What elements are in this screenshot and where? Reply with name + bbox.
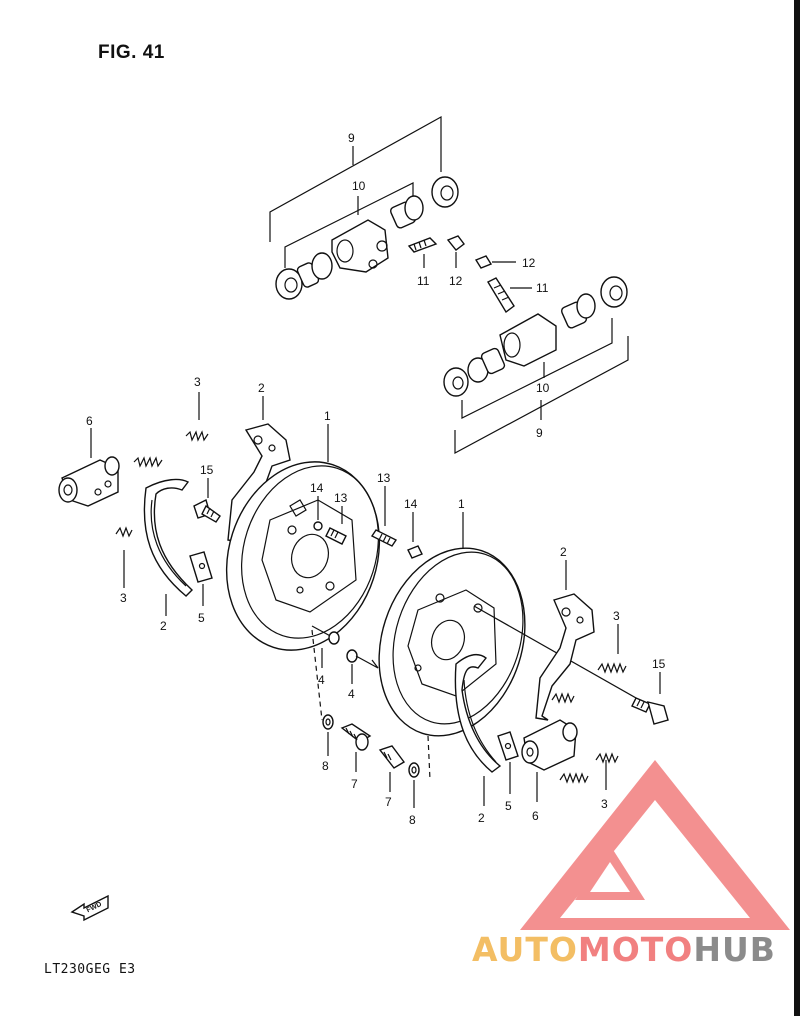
callout-6-left: 6	[86, 414, 93, 428]
callout-13-left-b: 13	[377, 471, 391, 485]
brake-shoe-right	[454, 653, 502, 773]
callout-11-top: 11	[417, 274, 430, 288]
callout-3-left-bottom: 3	[120, 591, 127, 605]
callout-15-left: 15	[200, 463, 214, 477]
callout-8-mid: 8	[409, 813, 416, 827]
bleeder-screw-top	[407, 237, 438, 253]
callout-7-mid: 7	[385, 795, 392, 809]
callout-14-mid: 14	[404, 497, 418, 511]
callout-13-left-a: 13	[334, 491, 348, 505]
shoe-pin-left	[311, 625, 340, 645]
callout-7-left: 7	[351, 777, 358, 791]
return-spring-right-lower	[559, 752, 619, 784]
bolt-7-mid	[378, 745, 406, 769]
callout-11-right: 11	[536, 281, 549, 295]
callout-10-top: 10	[352, 179, 366, 193]
figure-title: FIG. 41	[98, 42, 165, 63]
callout-9-top: 9	[348, 131, 355, 145]
wheel-cylinder-bottom	[443, 276, 628, 397]
wheel-cylinder-left	[58, 456, 120, 507]
callout-5-left: 5	[198, 611, 205, 625]
callout-3-left-top: 3	[194, 375, 201, 389]
fwd-arrow-icon	[70, 894, 109, 922]
callout-4-mid: 4	[348, 687, 355, 701]
nut-14-left	[313, 521, 323, 531]
return-spring-left-lower	[115, 526, 133, 538]
callout-4-left: 4	[318, 673, 325, 687]
callout-3-right: 3	[613, 609, 620, 623]
washer-8-mid	[408, 762, 420, 778]
shoe-clip-right	[497, 731, 519, 761]
callout-12-top: 12	[449, 274, 463, 288]
bleeder-cap-right	[474, 255, 493, 269]
callout-2-right-bottom: 2	[478, 811, 485, 825]
callout-1-right: 1	[458, 497, 465, 511]
shoe-clip-left	[189, 551, 213, 583]
watermark-part-hub: HUB	[693, 930, 776, 969]
brake-shoe-right-upper	[535, 593, 595, 721]
callout-2-right-top: 2	[560, 545, 567, 559]
callout-9-bottom: 9	[536, 426, 543, 440]
bolt-7-left	[340, 723, 372, 751]
callout-2-left-bottom: 2	[160, 619, 167, 633]
return-spring-right-upper	[551, 662, 627, 704]
callout-1-left: 1	[324, 409, 331, 423]
bolt-15-left	[193, 498, 221, 523]
bolt-15-right	[631, 697, 669, 725]
backing-plate-left	[225, 461, 381, 651]
watermark-text: AUTOMOTOHUB	[472, 930, 776, 969]
callout-10-bottom: 10	[536, 381, 550, 395]
group-bracket-bottom	[454, 318, 629, 455]
callout-2-left-top: 2	[258, 381, 265, 395]
washer-8-left	[322, 714, 334, 730]
watermark-part-moto: MOTO	[577, 930, 694, 969]
bolt-13-mid	[370, 529, 398, 547]
group-bracket-top	[269, 115, 442, 268]
callout-12-right: 12	[522, 256, 536, 270]
page-edge	[794, 0, 800, 1016]
watermark-part-auto: AUTO	[472, 930, 578, 969]
brake-shoe-left	[143, 478, 194, 597]
callout-5-right: 5	[505, 799, 512, 813]
return-spring-left-upper	[133, 430, 209, 468]
callout-6-right: 6	[532, 809, 539, 823]
model-code: LT230GEG E3	[44, 962, 136, 977]
nut-14-mid	[407, 545, 423, 559]
callout-3-right-bottom: 3	[601, 797, 608, 811]
callout-14-left: 14	[310, 481, 324, 495]
wheel-cylinder-right	[521, 719, 578, 771]
shoe-pin-mid	[346, 649, 379, 669]
bleeder-cap-top	[446, 235, 465, 251]
bleeder-screw-right	[487, 277, 515, 314]
watermark-logo	[520, 760, 790, 930]
backing-plate-right	[378, 547, 526, 737]
wheel-cylinder-top	[275, 176, 459, 300]
callout-15-right: 15	[652, 657, 666, 671]
callout-8-left: 8	[322, 759, 329, 773]
bolt-13-left	[325, 527, 347, 545]
